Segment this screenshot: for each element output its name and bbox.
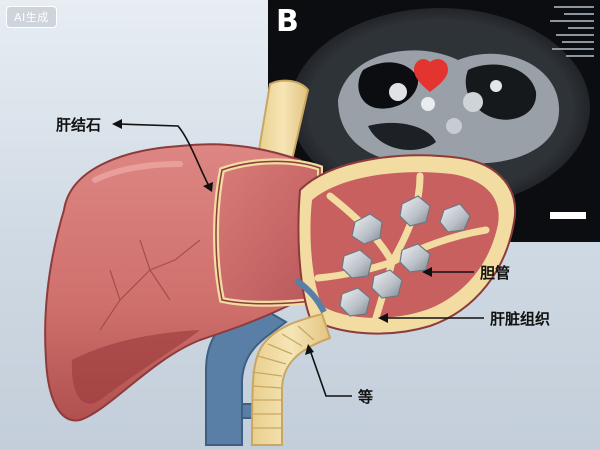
arrowhead-icon	[305, 344, 314, 355]
ct-bright-spot	[389, 83, 407, 101]
ct-bright-spot	[490, 80, 502, 92]
common-bile-duct	[250, 312, 332, 446]
ct-bright-spot	[446, 118, 462, 134]
ai-generated-badge: AI生成	[6, 6, 57, 28]
ct-scan-image	[290, 8, 590, 208]
ct-scan-panel: B	[268, 0, 600, 242]
label-gallstone: 肝结石	[56, 116, 102, 134]
annotation-arrows	[117, 123, 484, 397]
arrowheads	[112, 119, 432, 355]
duct-rings	[251, 325, 315, 429]
arrowhead-icon	[112, 119, 122, 129]
stone	[341, 249, 373, 279]
ct-scale-bar	[550, 212, 586, 219]
arrowhead-icon	[203, 182, 213, 192]
arrowhead-icon	[422, 267, 432, 277]
surface-vessels	[99, 239, 201, 331]
stone	[439, 203, 471, 233]
panel-letter: B	[276, 4, 299, 39]
liver-middle-outline	[215, 160, 321, 305]
ct-bright-spot	[463, 92, 483, 112]
liver-highlight	[92, 161, 183, 183]
ct-dark-area-bottom	[368, 122, 436, 150]
stone	[399, 195, 431, 227]
gallstones	[339, 195, 471, 317]
location-marker-icon	[414, 59, 448, 92]
ct-bright-spot	[421, 97, 435, 111]
stone	[351, 213, 383, 245]
inner-vein	[294, 277, 327, 314]
deng-arrow	[309, 349, 352, 397]
gallstone-arrow	[117, 123, 211, 189]
stone	[371, 269, 403, 299]
arrowhead-icon	[378, 313, 388, 323]
liver-shadow	[71, 330, 200, 404]
stone	[339, 287, 371, 317]
ct-metadata-lines	[548, 6, 594, 62]
label-bile-duct: 胆管	[480, 264, 511, 282]
label-liver-tissue: 肝脏组织	[490, 310, 551, 328]
label-deng: 等	[358, 388, 374, 406]
ct-dark-area-right	[465, 64, 537, 120]
